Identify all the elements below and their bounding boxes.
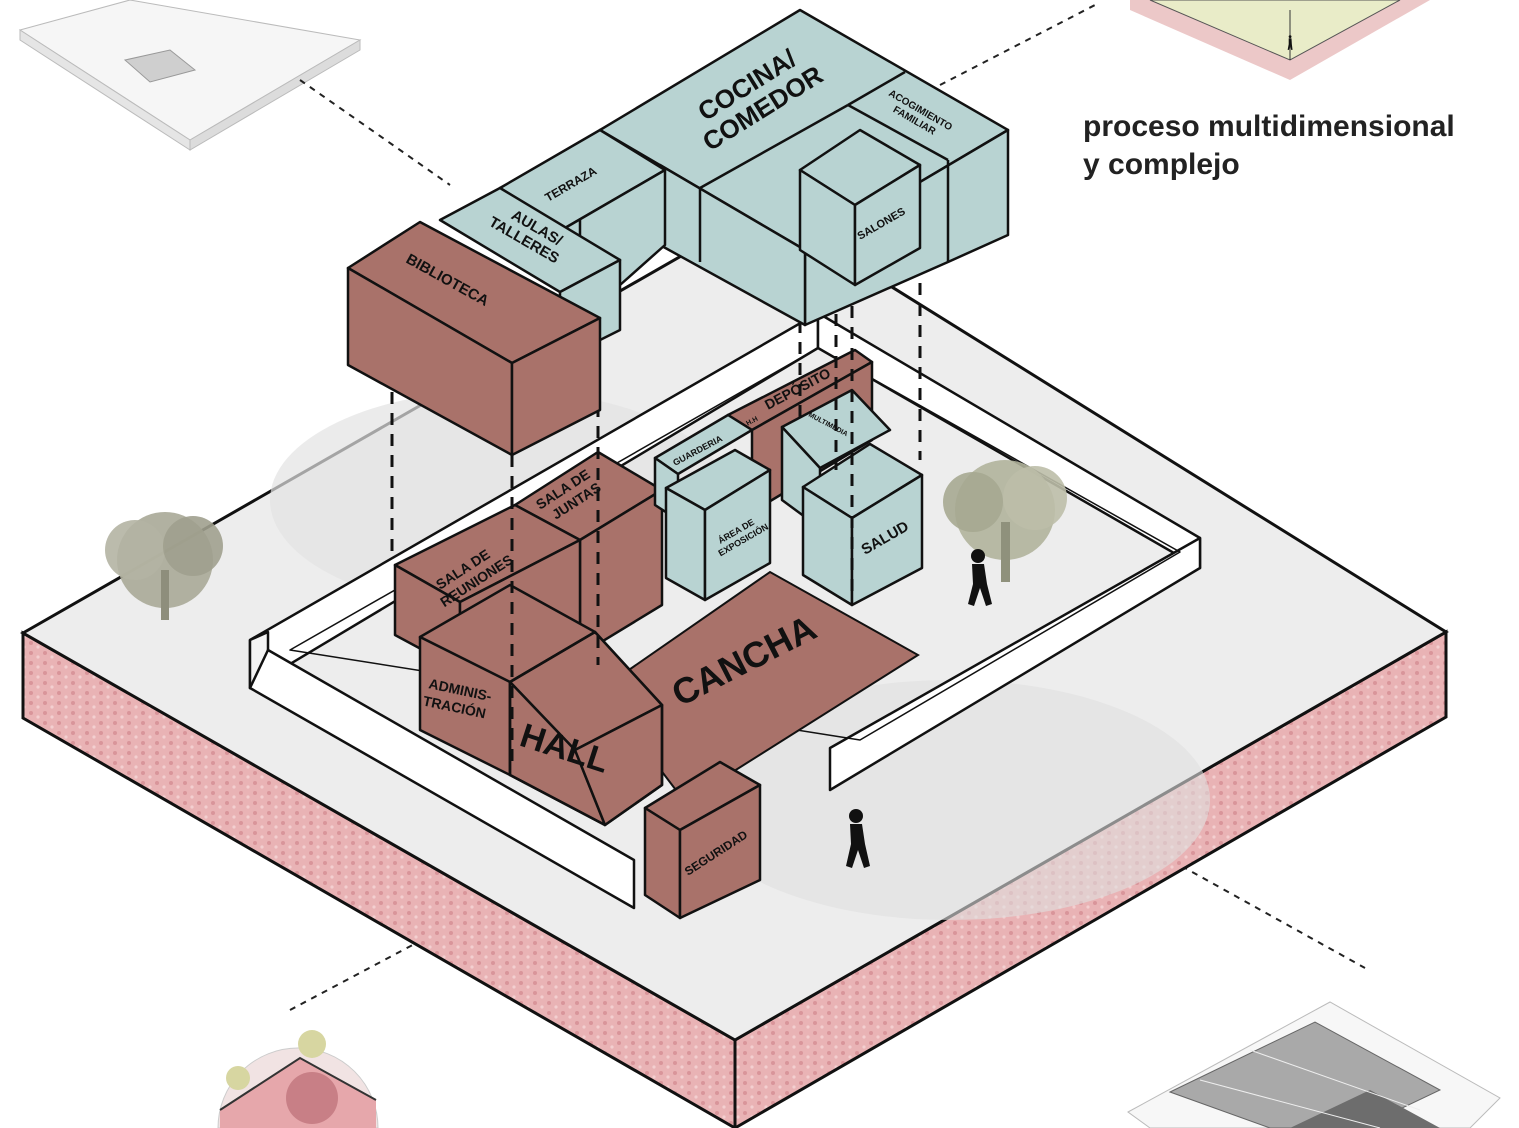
connector-lines bbox=[289, 4, 1366, 1011]
caption-line-1: proceso multidimensional bbox=[1083, 110, 1455, 143]
person-icon bbox=[846, 809, 870, 868]
vignette-top-right bbox=[1130, 0, 1430, 80]
block-exposicion: ÁREA DE EXPOSICIÓN bbox=[664, 448, 772, 602]
upper-level: COCINA/ COMEDOR ACOGIMIENTO FAMILIAR TER… bbox=[346, 8, 1010, 457]
caption-line-2: y complejo bbox=[1083, 148, 1240, 181]
vignette-top-left bbox=[18, 0, 362, 151]
tree-icon bbox=[943, 460, 1067, 582]
person-icon bbox=[968, 549, 992, 606]
tree-icon bbox=[298, 1030, 326, 1058]
tree-icon bbox=[226, 1066, 250, 1090]
block-salud: SALUD bbox=[801, 442, 924, 607]
block-seguridad: SEGURIDAD bbox=[643, 760, 762, 920]
block-hall: HALL bbox=[508, 630, 664, 827]
person-icon bbox=[1287, 35, 1293, 50]
cancha-court: CANCHA bbox=[598, 570, 920, 804]
block-administracion: ADMINIS- TRACIÓN bbox=[418, 583, 597, 777]
block-sala-juntas: SALA DE JUNTAS bbox=[513, 450, 664, 657]
projection-lines bbox=[390, 258, 922, 770]
caption: proceso multidimensional y complejo bbox=[1083, 108, 1503, 184]
tree-icon bbox=[105, 512, 223, 620]
vignette-bottom-right bbox=[1127, 1001, 1501, 1128]
vignette-bottom-left bbox=[217, 1030, 379, 1128]
